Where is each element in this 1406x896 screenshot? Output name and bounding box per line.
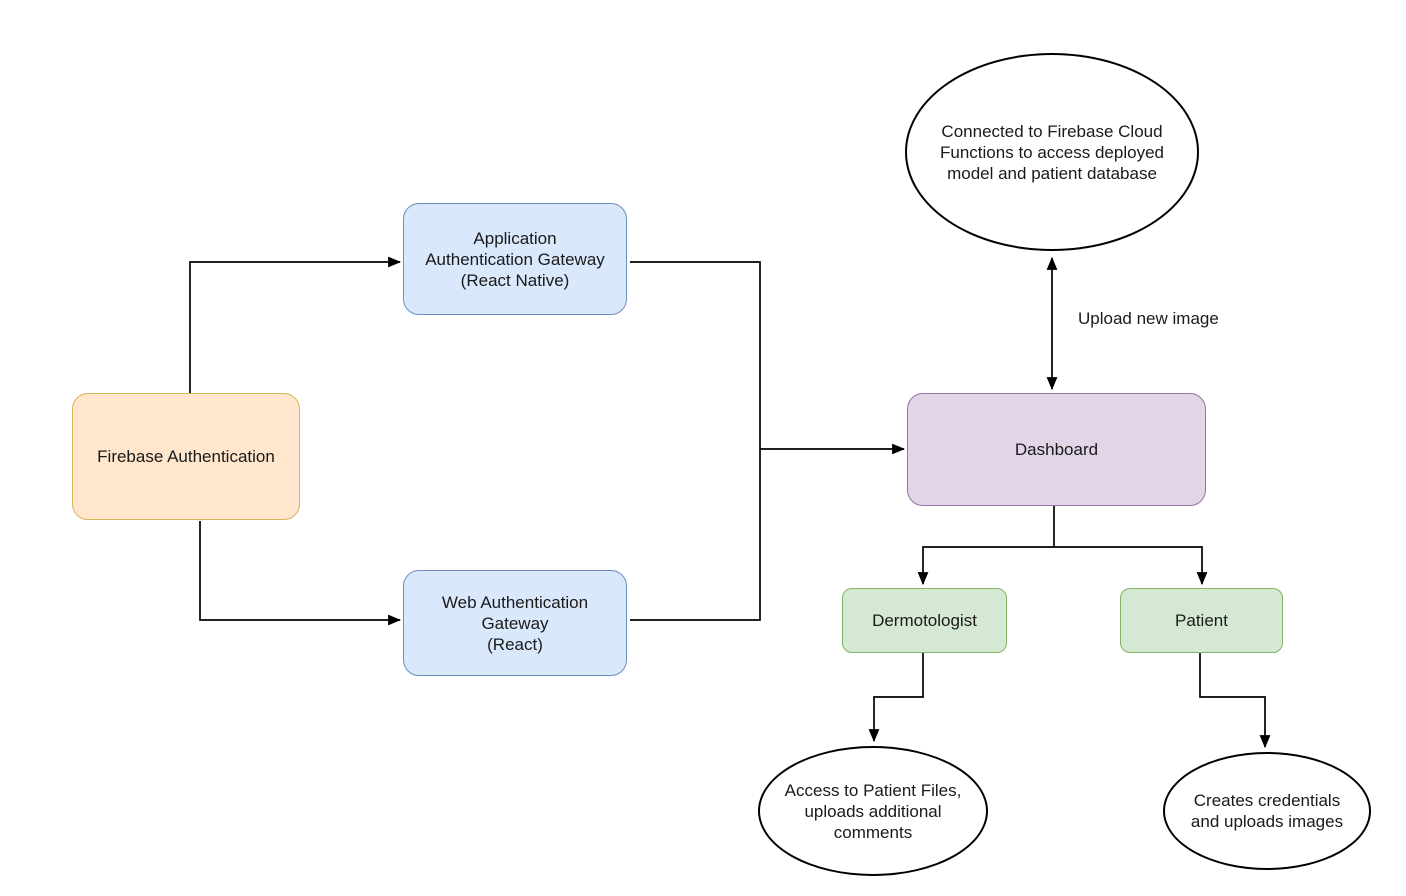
node-patient-role-label: Creates credentials and uploads images xyxy=(1190,791,1344,831)
edge-gateways-junction xyxy=(630,261,761,621)
node-dashboard-label: Dashboard xyxy=(1014,440,1099,459)
node-application-authentication-gateway-label: Application Authentication Gateway (Reac… xyxy=(425,228,605,290)
node-patient-role-ellipse: Creates credentials and uploads images xyxy=(1163,752,1371,870)
edge-dashboard-to-patient xyxy=(1054,546,1208,586)
edge-firebase-to-app-gateway xyxy=(189,256,402,393)
node-cloud-functions-ellipse: Connected to Firebase Cloud Functions to… xyxy=(905,53,1199,251)
node-web-authentication-gateway-label: Web Authentication Gateway (React) xyxy=(441,592,589,654)
node-dermotologist-role-label: Access to Patient Files, uploads additio… xyxy=(784,780,962,842)
edge-patient-to-role xyxy=(1199,653,1271,749)
node-dermotologist-label: Dermotologist xyxy=(872,611,977,630)
edge-firebase-to-web-gateway xyxy=(199,521,402,626)
node-dermotologist: Dermotologist xyxy=(842,588,1007,653)
node-dermotologist-role-ellipse: Access to Patient Files, uploads additio… xyxy=(758,746,988,876)
edge-dermotologist-to-role xyxy=(868,653,924,743)
node-firebase-authentication: Firebase Authentication xyxy=(72,393,300,520)
node-patient-label: Patient xyxy=(1175,611,1228,630)
node-patient: Patient xyxy=(1120,588,1283,653)
edge-dashboard-to-dermotologist xyxy=(917,546,1054,586)
edge-label-upload-new-image: Upload new image xyxy=(1078,309,1219,328)
node-web-authentication-gateway: Web Authentication Gateway (React) xyxy=(403,570,627,676)
node-dashboard: Dashboard xyxy=(907,393,1206,506)
node-cloud-functions-label: Connected to Firebase Cloud Functions to… xyxy=(940,121,1164,183)
node-firebase-authentication-label: Firebase Authentication xyxy=(97,447,275,466)
node-application-authentication-gateway: Application Authentication Gateway (Reac… xyxy=(403,203,627,315)
